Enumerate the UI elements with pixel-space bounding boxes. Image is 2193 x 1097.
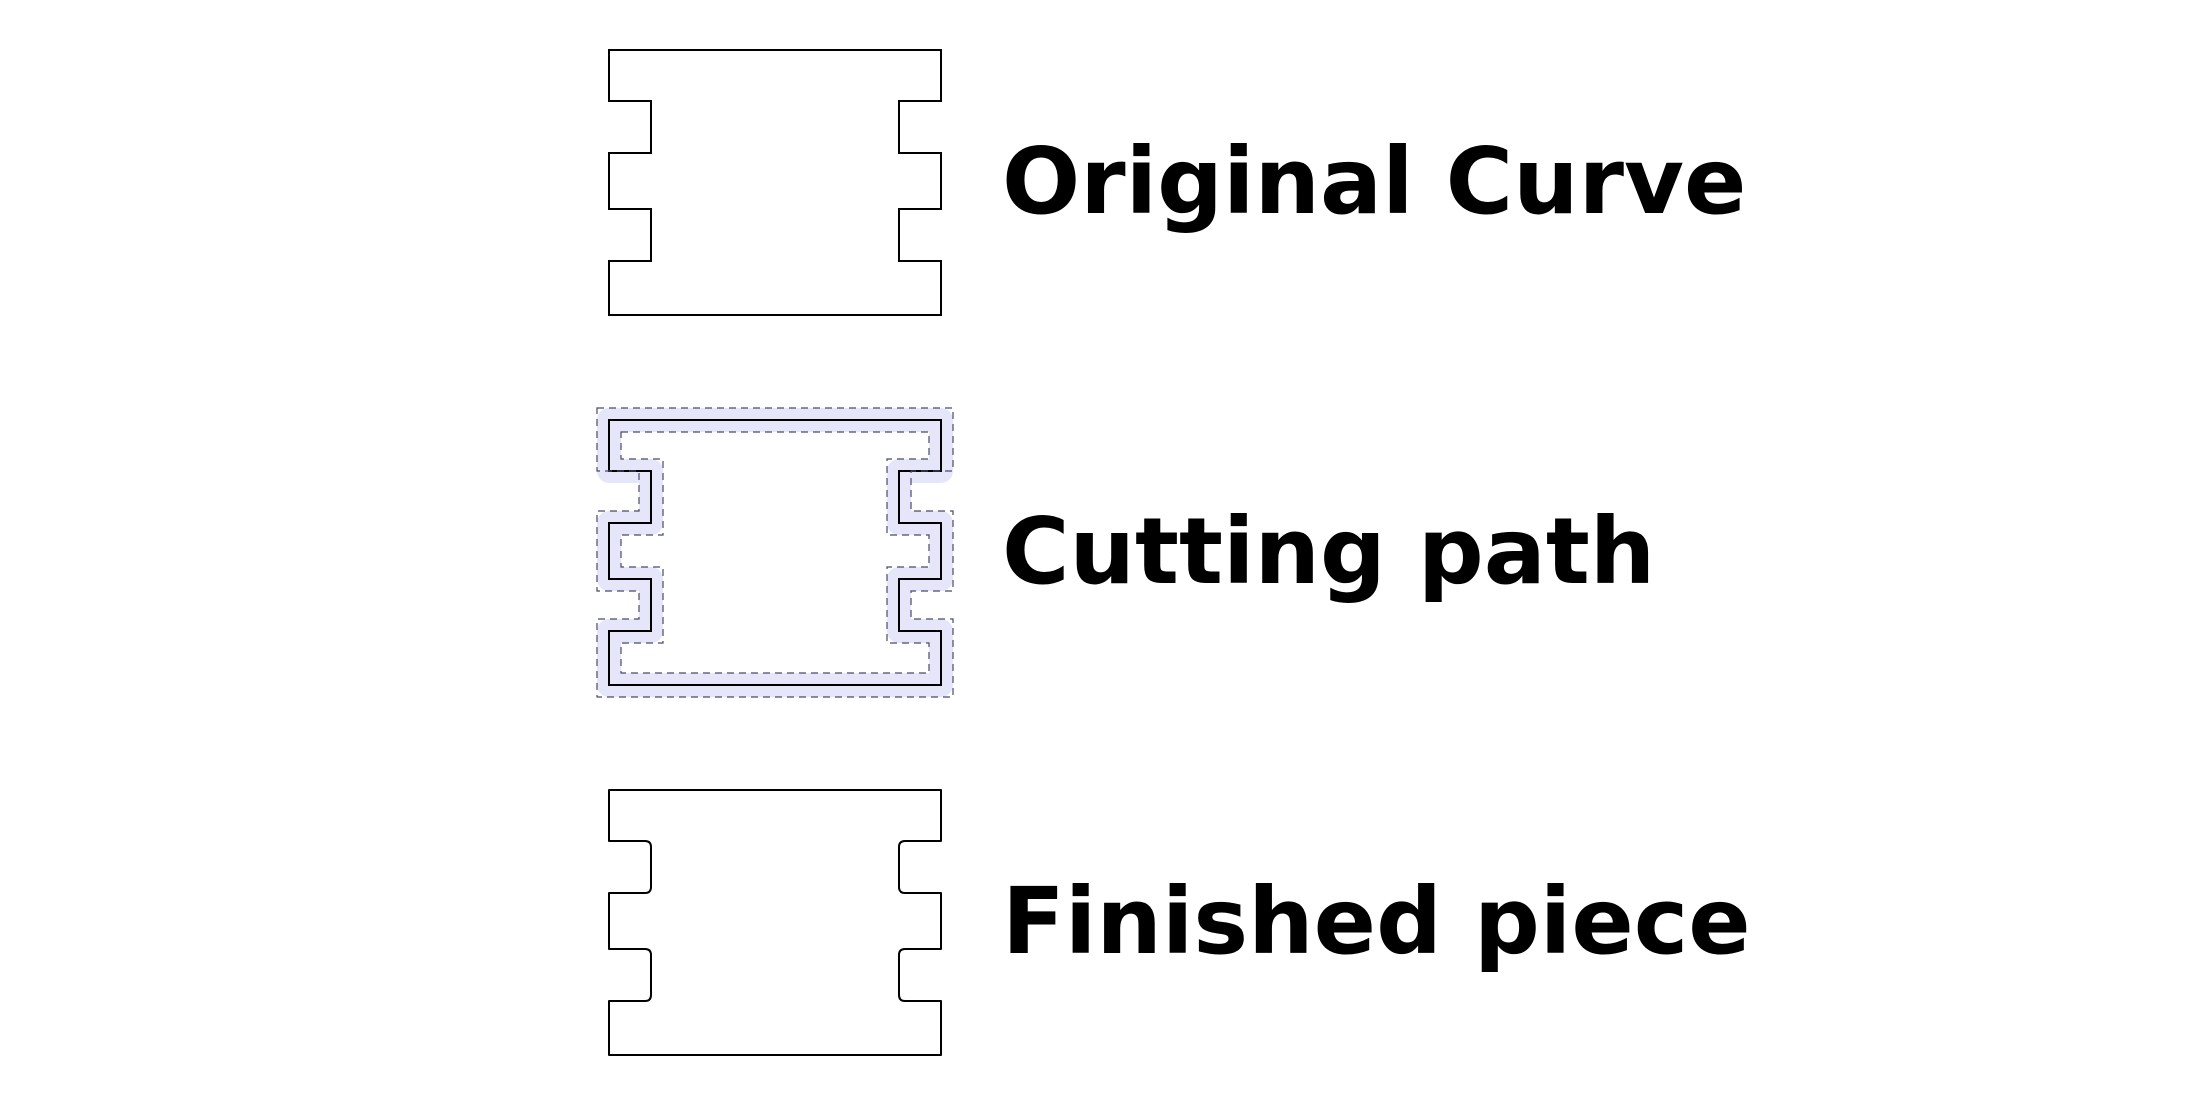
original-curve-label: Original Curve <box>1002 128 1746 235</box>
kerf-band <box>597 408 953 697</box>
cutting-path-panel: Cutting path <box>596 407 1655 698</box>
original-curve-panel: Original Curve <box>608 49 1746 316</box>
original-curve-shape <box>608 49 942 316</box>
cutting-path-line <box>608 419 942 686</box>
finished-piece-label: Finished piece <box>1002 868 1751 975</box>
finished-piece-panel: Finished piece <box>608 789 1751 1056</box>
kerf-inner-boundary <box>620 431 930 674</box>
kerf-outer-dashed <box>609 420 941 685</box>
cutting-path-label: Cutting path <box>1002 498 1655 605</box>
kerf-outer-boundary <box>596 407 954 698</box>
finished-piece-shape <box>608 789 942 1056</box>
